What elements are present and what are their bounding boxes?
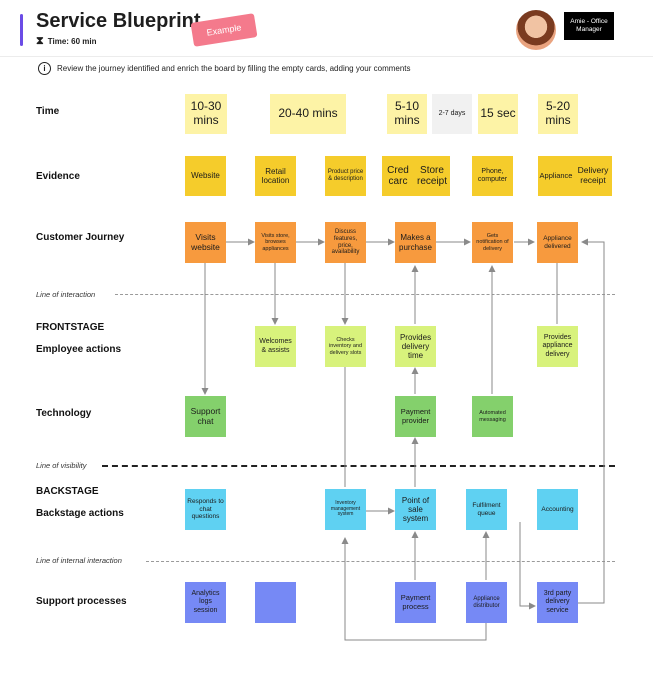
row-label-frontstage: FRONTSTAGE (36, 322, 105, 333)
support-card[interactable]: Analytics logs session (185, 582, 226, 623)
row-label-time: Time (36, 106, 60, 117)
line-of-visibility (102, 465, 615, 467)
employee-card[interactable]: Welcomes & assists (255, 326, 296, 367)
row-label-employee-actions: Employee actions (36, 344, 122, 355)
row-label-technology: Technology (36, 408, 92, 419)
journey-card[interactable]: Appliance delivered (537, 222, 578, 263)
employee-card[interactable]: Provides appliance delivery (537, 326, 578, 367)
user-role-label: Amie - Office Manager (564, 12, 614, 40)
evidence-card[interactable]: Phone, computer (472, 156, 513, 196)
row-label-evidence: Evidence (36, 171, 80, 182)
support-card[interactable]: Appliance distributor (466, 582, 507, 623)
backstage-card[interactable]: Point of sale system (395, 489, 436, 530)
line-of-internal-interaction-label: Line of internal interaction (36, 556, 122, 565)
instruction-text: Review the journey identified and enrich… (57, 64, 411, 73)
technology-card[interactable]: Support chat (185, 396, 226, 437)
time-card[interactable]: 20-40 mins (270, 94, 346, 134)
line-of-interaction-label: Line of interaction (36, 290, 96, 299)
time-card[interactable]: 2-7 days (432, 94, 472, 134)
title-accent-bar (20, 14, 23, 46)
row-label-support-processes: Support processes (36, 596, 127, 607)
arrow-distributor-to-inventory (341, 537, 487, 641)
time-card[interactable]: 10-30 mins (185, 94, 227, 134)
time-card[interactable]: 15 sec (478, 94, 518, 134)
line-of-visibility-label: Line of visibility (36, 461, 87, 470)
instruction-bar: i Review the journey identified and enri… (38, 62, 411, 75)
evidence-card[interactable]: Store receipt (414, 156, 450, 196)
journey-card[interactable]: Makes a purchase (395, 222, 436, 263)
support-card[interactable]: 3rd party delivery service (537, 582, 578, 623)
evidence-card[interactable]: Cred carc (382, 156, 414, 196)
journey-card[interactable]: Discuss features, price, availability (325, 222, 366, 263)
page-title: Service Blueprint (36, 10, 201, 32)
info-icon: i (38, 62, 51, 75)
row-label-backstage: BACKSTAGE (36, 486, 99, 497)
backstage-card[interactable]: Responds to chat questions (185, 489, 226, 530)
arrow-fulfilment-to-3rd-party (519, 522, 536, 610)
employee-card[interactable]: Provides delivery time (395, 326, 436, 367)
time-card[interactable]: 5-20 mins (538, 94, 578, 134)
time-label: Time: 60 min (47, 37, 97, 46)
support-card[interactable]: Payment process (395, 582, 436, 623)
hourglass-icon: ⧗ (36, 35, 44, 47)
arrow-3rd-party-to-delivered (578, 238, 605, 604)
backstage-card[interactable]: Accounting (537, 489, 578, 530)
evidence-card[interactable]: Website (185, 156, 226, 196)
time-indicator: ⧗ Time: 60 min (36, 35, 97, 48)
technology-card[interactable]: Automated messaging (472, 396, 513, 437)
technology-card[interactable]: Payment provider (395, 396, 436, 437)
time-card[interactable]: 5-10 mins (387, 94, 427, 134)
row-label-backstage-actions: Backstage actions (36, 508, 124, 519)
evidence-card[interactable]: Product price & description (325, 156, 366, 196)
row-label-customer-journey: Customer Journey (36, 232, 125, 243)
journey-card[interactable]: Visits store, browses appliances (255, 222, 296, 263)
journey-card[interactable]: Visits website (185, 222, 226, 263)
backstage-card[interactable]: Inventory management system (325, 489, 366, 530)
evidence-card[interactable]: Retail location (255, 156, 296, 196)
backstage-card[interactable]: Fulfilment queue (466, 489, 507, 530)
line-of-interaction (115, 294, 615, 295)
evidence-card[interactable]: Delivery receipt (574, 156, 612, 196)
line-of-internal-interaction (146, 561, 615, 562)
avatar (516, 10, 556, 50)
journey-card[interactable]: Gets notification of delivery (472, 222, 513, 263)
employee-card[interactable]: Checks inventory and delivery slots (325, 326, 366, 367)
support-card-empty[interactable] (255, 582, 296, 623)
evidence-card[interactable]: Appliance (538, 156, 574, 196)
